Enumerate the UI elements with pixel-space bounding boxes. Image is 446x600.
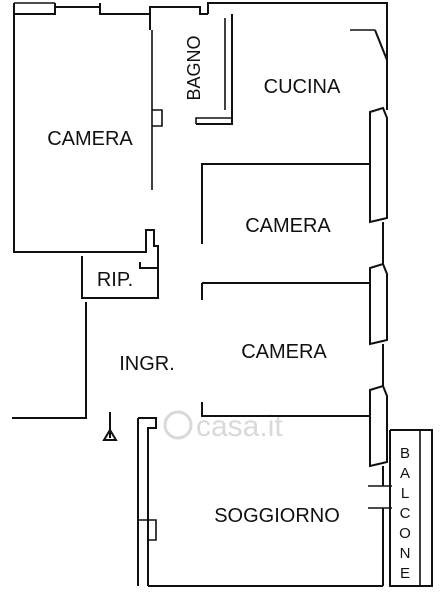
balcone-letter: B [400, 445, 410, 462]
label-ingr: INGR. [119, 353, 175, 375]
watermark-text: casa.it [196, 410, 283, 443]
balcone-letter: O [399, 525, 411, 542]
label-bagno: BAGNO [184, 35, 204, 100]
label-camera-se: CAMERA [241, 341, 327, 363]
label-rip: RIP. [97, 269, 133, 291]
walls [12, 2, 433, 587]
label-camera-nw: CAMERA [47, 128, 133, 150]
label-soggiorno: SOGGIORNO [214, 505, 340, 527]
label-camera-mid: CAMERA [245, 215, 331, 237]
balcone-letter: A [400, 465, 410, 482]
balcone-letter: C [400, 505, 411, 522]
label-cucina: CUCINA [264, 76, 341, 98]
balcone-letter: L [401, 485, 409, 502]
balcone-letter: E [400, 565, 410, 582]
balcone-letter: N [400, 545, 411, 562]
watermark: casa.it [163, 410, 283, 443]
